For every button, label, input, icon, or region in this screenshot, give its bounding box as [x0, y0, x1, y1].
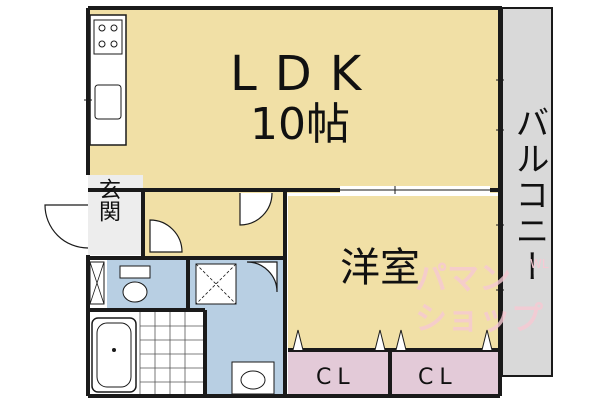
closet-label-1: CL: [316, 365, 356, 390]
entrance-label: 玄関: [95, 178, 120, 222]
balcony-area: [501, 7, 553, 377]
hall-door-icon: [239, 192, 273, 226]
entrance-door-icon: [44, 204, 89, 249]
room-door-icon: [149, 219, 183, 253]
toilet-icon: [119, 265, 151, 279]
wash-door-icon: [246, 261, 278, 293]
closet-area-1: [288, 352, 388, 396]
watermark-corner: WL: [530, 257, 549, 271]
ldk-size-label: 10帖: [250, 99, 350, 150]
watermark-line1: パマン: [415, 259, 512, 297]
closet-door-markers: [292, 329, 493, 351]
closet-label-2: CL: [418, 365, 458, 390]
watermark-logo: パマン ショップ: [415, 258, 543, 338]
window-marks: [84, 79, 504, 291]
closet-area-2: [392, 352, 500, 396]
burner-icons: [98, 24, 118, 48]
stove-icon: [93, 19, 123, 55]
ldk-area: [88, 8, 500, 193]
balcony-label: バルコニー: [509, 105, 549, 285]
ldk-label: LDK: [230, 46, 380, 102]
bathroom-tiles: [139, 312, 203, 396]
sink-icon: [94, 84, 122, 120]
western-room-label: 洋室: [340, 245, 420, 291]
western-room-area: [288, 196, 500, 351]
watermark-line2: ショップ: [415, 299, 544, 337]
bathtub-icon: [91, 317, 137, 393]
washer-space-icon: [195, 263, 237, 305]
